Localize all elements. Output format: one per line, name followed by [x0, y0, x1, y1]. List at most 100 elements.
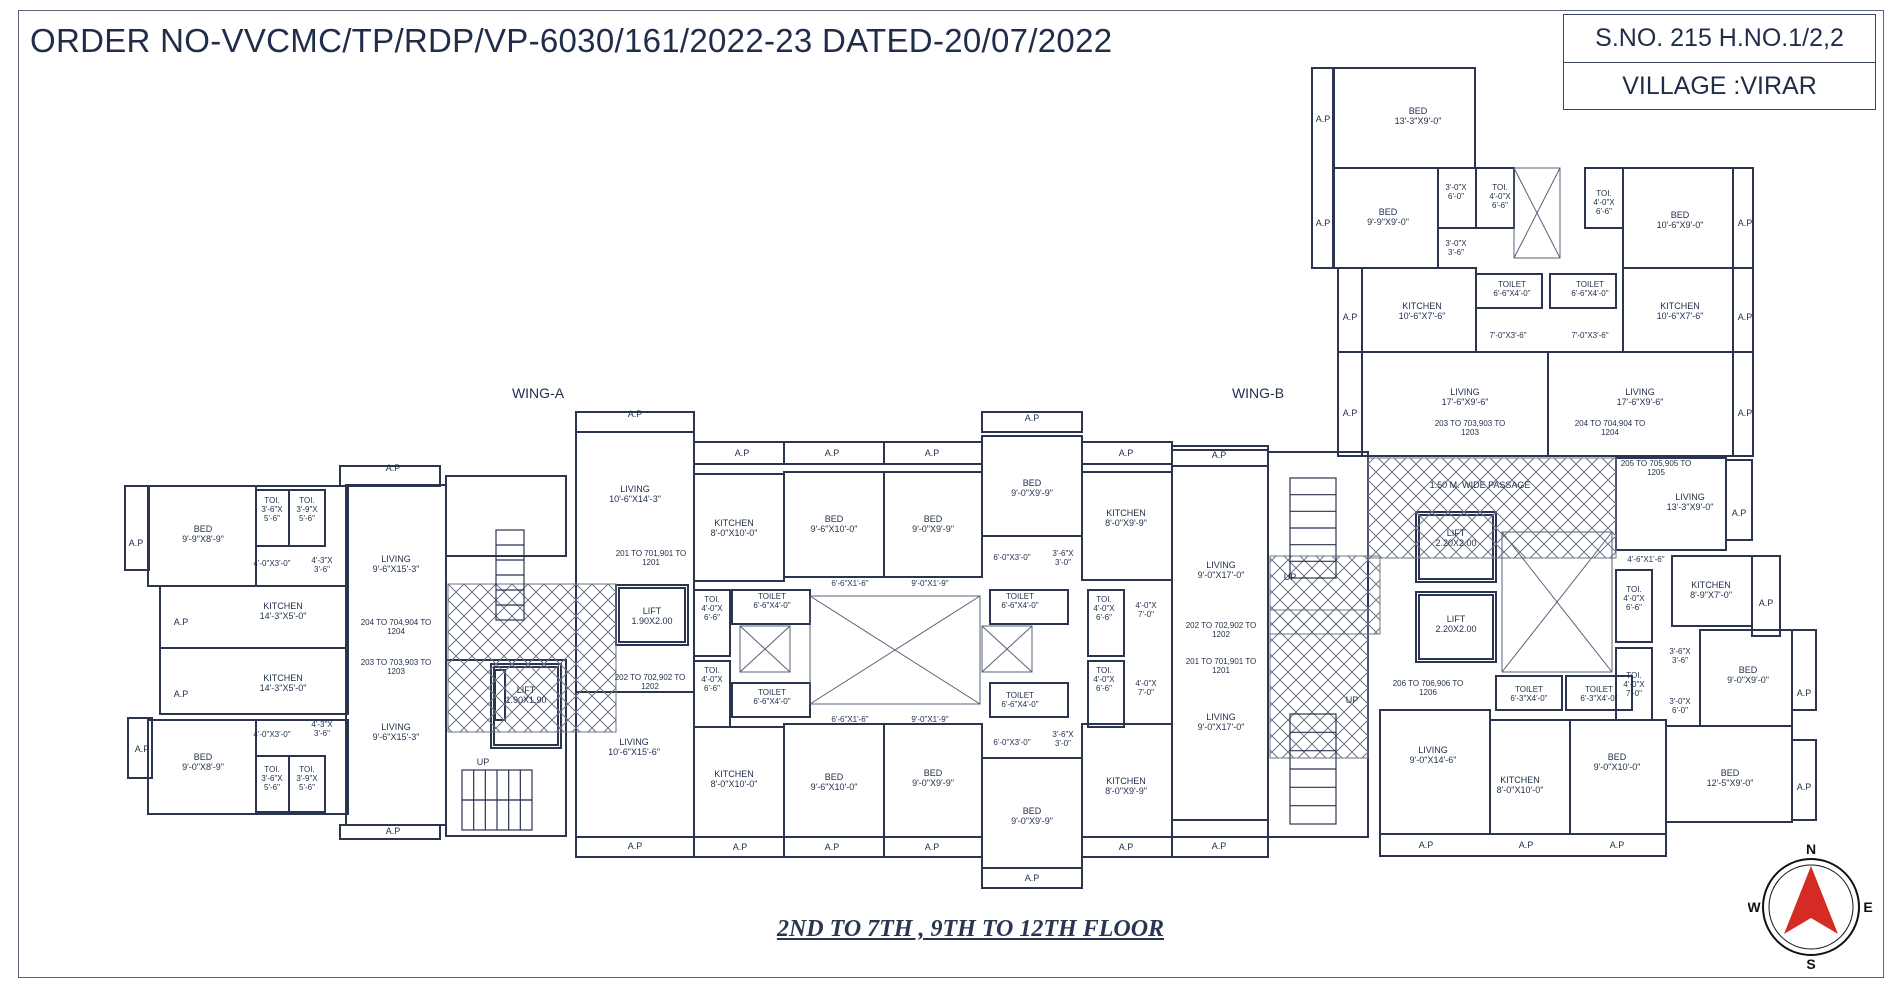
wb-landing-hatch: [1269, 609, 1369, 759]
e-ap-6: A.P: [1519, 840, 1534, 850]
compass-n: N: [1806, 844, 1816, 857]
wb-living-2-label: 9'-0"X17'-0": [1198, 722, 1245, 732]
n-toilet-1-label: TOILET: [1498, 280, 1526, 289]
e-living-2-label: 9'-0"X14'-6": [1410, 755, 1457, 765]
c-tol-4-label: 4'-0"X: [1093, 675, 1115, 684]
c-dim-901: 9'-0"X1'-9": [911, 579, 948, 588]
c-toilet-1-label: 6'-6"X4'-0": [753, 601, 790, 610]
e-unit-205-label: 1205: [1647, 468, 1665, 477]
north-arrow-icon: [1784, 866, 1838, 934]
wa-dim-2: 3'-6": [314, 565, 330, 574]
wb-living-1-label: LIVING: [1206, 560, 1236, 570]
e-bed-2: [1569, 719, 1667, 835]
n-toilet-3: [1475, 273, 1543, 309]
c-bed-3-label: BED: [1023, 478, 1042, 488]
c-dim-407: 4'-0"X: [1135, 601, 1157, 610]
void-cross: [981, 625, 1033, 673]
c-bed-4-label: BED: [825, 772, 844, 782]
c-dim-363: 3'-6"X: [1052, 549, 1074, 558]
c-tol-3-label: 6'-6": [704, 684, 720, 693]
c-ap-2: A.P: [735, 448, 750, 458]
wa-bed-top-label: BED: [194, 524, 213, 534]
wa-ap-top: [339, 465, 441, 487]
e-tol-1-label: 4'-0"X: [1623, 594, 1645, 603]
n-bed-1-label: BED: [1409, 106, 1428, 116]
c-dim-363: 3'-0": [1055, 558, 1071, 567]
c-living-top-label: 10'-6"X14'-3": [609, 494, 661, 504]
c-dim-407-b: 4'-0"X: [1135, 679, 1157, 688]
wa-stair-upper: [445, 475, 567, 557]
wa-unit-203-label: 203 TO 703,903 TO: [361, 658, 432, 667]
c-lift-label: LIFT: [643, 606, 662, 616]
wa-tol-3-label: 5'-6": [264, 783, 280, 792]
n-tol-1-label: 4'-0"X: [1489, 192, 1511, 201]
e-passage-hatch-2: [1269, 555, 1381, 635]
c-toilet-2-label: 6'-6"X4'-0": [1001, 601, 1038, 610]
c-dim-407-b: 7'-0": [1138, 688, 1154, 697]
wa-living-top-label: 9'-6"X15'-3": [373, 564, 420, 574]
c-ap-6: A.P: [1119, 448, 1134, 458]
wa-ap-5: A.P: [386, 463, 401, 473]
c-unit-201-label: 1201: [642, 558, 660, 567]
c-ap-b6: [981, 867, 1083, 889]
village-name: VILLAGE :VIRAR: [1564, 62, 1875, 110]
n-ap-3: A.P: [1738, 218, 1753, 228]
e-living-2: [1379, 709, 1491, 835]
e-kitchen-2-label: 8'-0"X10'-0": [1497, 785, 1544, 795]
n-unit-203-label: 1203: [1461, 428, 1479, 437]
n-dim-703-2: 7'-0"X3'-6": [1571, 331, 1608, 340]
c-bed-5-label: BED: [924, 768, 943, 778]
wb-unit-201-label: 1201: [1212, 666, 1230, 675]
n-ap-2: A.P: [1316, 218, 1331, 228]
c-toilet-3: [989, 589, 1069, 625]
drawing-frame: [18, 10, 1884, 978]
c-bed-2-label: BED: [924, 514, 943, 524]
wall-inner: [1418, 594, 1494, 660]
e-lift-2-label: LIFT: [1447, 614, 1466, 624]
c-tol-2-label: 6'-6": [1096, 613, 1112, 622]
n-tol-2-label: 6'-6": [1596, 207, 1612, 216]
c-toilet-2-label: TOILET: [1006, 592, 1034, 601]
e-tol-2-label: 4'-0"X: [1623, 680, 1645, 689]
c-unit-202-label: 1202: [641, 682, 659, 691]
e-toilet-3: [1495, 675, 1563, 711]
c-dim-603: 6'-0"X3'-0": [993, 553, 1030, 562]
c-ap-9: A.P: [825, 842, 840, 852]
n-passage-hatch: [1367, 457, 1617, 559]
n-ap-right-3: [1732, 351, 1754, 457]
n-ap-5: A.P: [1738, 312, 1753, 322]
wa-tol-4-label: TOI.: [299, 765, 314, 774]
e-kitchen-label: KITCHEN: [1691, 580, 1731, 590]
e-toilet-1-label: 6'-3"X4'-0": [1510, 694, 1547, 703]
e-ap-5: A.P: [1419, 840, 1434, 850]
wa-ap-bottom: [339, 824, 441, 840]
e-unit-206-label: 1206: [1419, 688, 1437, 697]
e-bed-3-label: BED: [1721, 768, 1740, 778]
c-tol-2-label: 4'-0"X: [1093, 604, 1115, 613]
wing-a-label: WING-A: [512, 385, 565, 401]
wa-lift-small-label: LIFT: [517, 685, 536, 695]
e-ap-bottom: [1379, 833, 1667, 857]
wa-living-column: [345, 484, 447, 826]
c-dim-363-b: 3'-0": [1055, 739, 1071, 748]
wa-dim-4: 4'-3"X: [311, 720, 333, 729]
c-toilet-small-1: [693, 589, 731, 657]
c-kitchen-4-label: 8'-0"X9'-9": [1105, 786, 1147, 796]
n-tol-2-label: 4'-0"X: [1593, 198, 1615, 207]
survey-number: S.NO. 215 H.NO.1/2,2: [1595, 24, 1844, 52]
wa-dim-2: 4'-3"X: [311, 556, 333, 565]
n-ap-1: A.P: [1316, 114, 1331, 124]
e-toilet-4: [1565, 675, 1633, 711]
void-cross: [1513, 167, 1561, 259]
wb-ap-1: A.P: [1212, 450, 1227, 460]
c-bed-2-label: 9'-0"X9'-9": [912, 524, 954, 534]
wa-living-top-label: LIVING: [381, 554, 411, 564]
site-info-box: S.NO. 215 H.NO.1/2,2 VILLAGE :VIRAR: [1563, 14, 1876, 110]
e-lift-2: [1415, 591, 1497, 663]
e-tol-2-label: 7'-0": [1626, 689, 1642, 698]
wb-up-label-2: UP: [1346, 695, 1359, 705]
n-ap-left-2: [1337, 267, 1363, 353]
wa-toilet-2: [288, 489, 326, 547]
